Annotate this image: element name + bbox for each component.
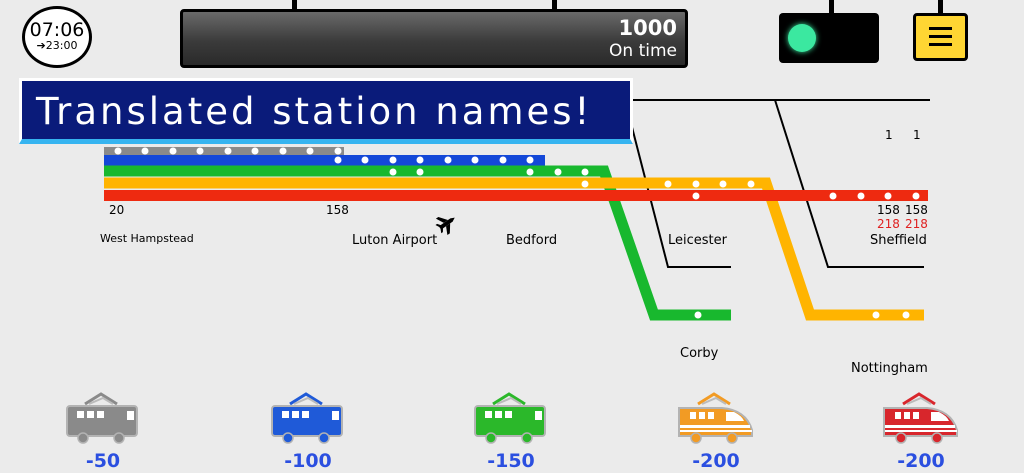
track-sheffield-spur — [774, 99, 924, 268]
train-buy-button-1[interactable]: -50 — [63, 390, 143, 472]
tram-icon — [474, 392, 546, 444]
train-cost-label: -100 — [284, 450, 332, 472]
train-buy-button-2[interactable]: -100 — [268, 390, 348, 472]
airplane-icon — [435, 216, 455, 236]
status-text: On time — [609, 41, 677, 61]
express-train-icon — [678, 392, 753, 444]
train-cost-label: -200 — [897, 450, 945, 472]
count-sheffield-b: 158 — [905, 203, 928, 217]
line-gray — [104, 147, 344, 157]
score-board: 1000 On time — [180, 9, 688, 68]
menu-button[interactable] — [913, 13, 968, 61]
station-bedford[interactable]: Bedford — [506, 233, 558, 248]
line-red — [104, 190, 928, 201]
banner-text: Translated station names! — [36, 90, 593, 133]
station-nottingham[interactable]: Nottingham — [851, 361, 928, 376]
train-cost-label: -50 — [85, 450, 121, 472]
clock-next-time: ➔23:00 — [36, 39, 78, 52]
signal-lamp-icon — [788, 24, 816, 52]
board-rod-right — [552, 0, 557, 12]
count-sheffield-a: 158 — [877, 203, 900, 217]
track-leicester-spur — [624, 99, 731, 268]
clock: 07:06 ➔23:00 — [22, 6, 92, 68]
passenger-dots — [114, 147, 920, 319]
station-sheffield[interactable]: Sheffield — [870, 233, 927, 248]
tram-icon — [271, 392, 343, 444]
count-sheffield-red-b: 218 — [905, 217, 928, 231]
station-luton-airport[interactable]: Luton Airport — [352, 233, 438, 248]
count-luton: 158 — [326, 203, 349, 217]
train-cost-label: -150 — [487, 450, 535, 472]
signal-rod — [829, 0, 834, 14]
score-value: 1000 — [618, 16, 677, 40]
line-yellow — [104, 177, 924, 321]
train-buy-button-5[interactable]: -200 — [881, 390, 961, 472]
train-cost-label: -200 — [692, 450, 740, 472]
board-rod-left — [292, 0, 297, 12]
count-west-hampstead: 20 — [109, 203, 125, 217]
count-sheffield-top-b: 1 — [913, 128, 921, 142]
train-buy-button-3[interactable]: -150 — [471, 390, 551, 472]
train-buy-button-4[interactable]: -200 — [676, 390, 756, 472]
station-leicester[interactable]: Leicester — [668, 233, 727, 248]
station-corby[interactable]: Corby — [680, 346, 719, 361]
count-sheffield-red-a: 218 — [877, 217, 900, 231]
tram-icon — [66, 392, 138, 444]
clock-time: 07:06 — [29, 19, 85, 41]
count-sheffield-top-a: 1 — [885, 128, 893, 142]
menu-rod — [938, 0, 943, 14]
line-green — [104, 165, 731, 321]
station-west-hampstead[interactable]: West Hampstead — [100, 232, 194, 245]
line-blue — [104, 155, 545, 166]
express-train-icon — [883, 392, 958, 444]
announcement-banner: Translated station names! — [19, 78, 633, 144]
signal-light[interactable] — [779, 13, 879, 63]
